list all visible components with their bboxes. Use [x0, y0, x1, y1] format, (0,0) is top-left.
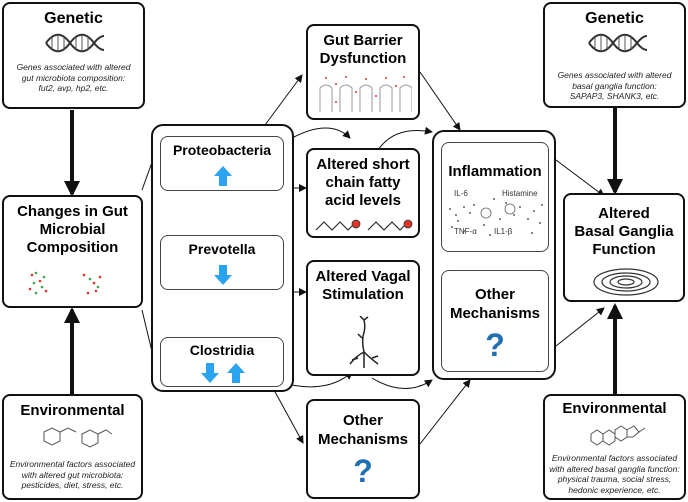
up-arrow-icon: [214, 166, 232, 186]
barrier-to-group-arrow: [419, 71, 461, 131]
other-to-group-arrow: [419, 379, 471, 445]
group-to-bg-top-arrow: [555, 159, 605, 197]
environmental-right-title: Environmental: [562, 400, 667, 417]
genetic-left-desc-line2: gut microbiota composition:: [21, 72, 126, 83]
gut-changes-title: Changes in Gut Microbial Composition: [4, 203, 141, 257]
genetic-right-desc-line2: basal ganglia function:: [572, 80, 657, 91]
gut-changes-line2: Microbial: [39, 221, 106, 238]
genetic-right-desc: Genes associated with altered basal gang…: [549, 70, 680, 102]
other-mechanisms-right-line1: Other: [474, 286, 515, 303]
inflammation-title: Inflammation: [448, 163, 542, 180]
right-mechanisms-panel: Inflammation IL-6 Histamine TNF-α IL1-β …: [432, 130, 556, 380]
dna-icon: [45, 33, 104, 53]
environmental-left-box: Environmental Environmental factors asso…: [2, 394, 143, 500]
neuron-icon: [349, 316, 379, 368]
inflammation-box: Inflammation IL-6 Histamine TNF-α IL1-β: [441, 142, 549, 252]
gut-barrier-title: Gut Barrier Dysfunction: [308, 32, 418, 68]
clostridia-box: Clostridia: [160, 337, 284, 387]
fatty-acid-icon: [315, 219, 413, 231]
genetic-left-desc-line3: fut2, avp, hp2, etc.: [38, 83, 109, 93]
dna-icon: [588, 33, 647, 53]
histamine-label: Histamine: [502, 189, 538, 198]
scfa-line3: acid levels: [325, 192, 401, 209]
vagal-box: Altered Vagal Stimulation: [306, 260, 420, 376]
curve-top-left-arrow: [291, 127, 351, 139]
gut-changes-line1: Changes in Gut: [17, 203, 128, 220]
basal-ganglia-title: Altered Basal Ganglia Function: [565, 205, 683, 259]
environmental-left-desc-line3: pesticides, diet, stress, etc.: [21, 480, 124, 490]
bacteria-dots-icon: [28, 271, 102, 295]
question-mark-icon: ?: [353, 453, 373, 489]
clostridia-label: Clostridia: [189, 342, 255, 358]
genetic-right-title: Genetic: [585, 10, 644, 27]
gut-villi-icon: [319, 76, 412, 112]
other-mechanisms-box: Other Mechanisms ?: [306, 399, 420, 499]
basal-ganglia-icon: [593, 268, 659, 296]
gut-barrier-line1: Gut Barrier: [323, 32, 403, 49]
tnf-label: TNF-α: [454, 227, 477, 236]
prevotella-label: Prevotella: [188, 241, 256, 257]
gut-changes-line3: Composition: [26, 239, 119, 256]
environmental-right-desc-line3: physical trauma, social stress,: [557, 474, 672, 484]
vagal-line1: Altered Vagal: [315, 268, 411, 285]
basal-ganglia-line3: Function: [592, 241, 656, 258]
proteobacteria-label: Proteobacteria: [172, 142, 272, 158]
scfa-line1: Altered short: [316, 156, 410, 173]
question-mark-icon: ?: [485, 327, 505, 363]
genetic-left-box: Genetic Genes associated with altered gu…: [2, 2, 145, 109]
environmental-left-title: Environmental: [20, 402, 125, 419]
environmental-right-box: Environmental Environmental factors asso…: [543, 394, 686, 500]
genetic-left-desc-line1: Genes associated with altered: [16, 62, 131, 72]
environmental-left-desc-line2: with altered gut microbiota:: [21, 469, 124, 480]
environmental-left-desc: Environmental factors associated with al…: [8, 459, 137, 491]
other-mechanisms-line1: Other: [342, 412, 383, 429]
other-mechanisms-right-box: Other Mechanisms ?: [441, 270, 549, 372]
proteobacteria-box: Proteobacteria: [160, 136, 284, 191]
bacteria-panel: Proteobacteria Prevotella Clostridia: [151, 124, 294, 392]
prevotella-box: Prevotella: [160, 235, 284, 290]
genetic-right-desc-line3: SAPAP3, SHANK3, etc.: [569, 91, 660, 101]
steroid-structure-icon: [590, 425, 646, 446]
other-mechanisms-line2: Mechanisms: [317, 431, 409, 448]
basal-ganglia-line1: Altered: [598, 205, 650, 222]
scfa-line2: chain fatty: [325, 174, 401, 191]
scfa-title: Altered short chain fatty acid levels: [308, 156, 418, 210]
gut-barrier-box: Gut Barrier Dysfunction: [306, 24, 420, 120]
cytokine-dots-icon: [449, 198, 543, 236]
other-mechanisms-right-title: Other Mechanisms: [442, 285, 548, 323]
genetic-right-box: Genetic Genes associated with altered ba…: [543, 2, 686, 108]
environmental-right-desc-line4: hedonic experience, etc.: [568, 484, 661, 495]
other-mechanisms-title: Other Mechanisms: [308, 411, 418, 449]
up-arrow-icon: [227, 363, 245, 383]
to-gut-barrier-arrow: [264, 74, 303, 126]
curve-top-right-arrow: [377, 126, 433, 151]
vagal-line2: Stimulation: [322, 286, 404, 303]
genetic-left-title: Genetic: [44, 10, 103, 27]
chemical-structure-icon: [43, 427, 113, 448]
genetic-left-desc: Genes associated with altered gut microb…: [8, 62, 139, 94]
down-arrow-icon: [214, 265, 232, 285]
vagal-title: Altered Vagal Stimulation: [308, 268, 418, 304]
environmental-left-desc-line1: Environmental factors associated: [9, 459, 136, 469]
other-mechanisms-right-line2: Mechanisms: [449, 305, 541, 322]
gut-changes-box: Changes in Gut Microbial Composition: [2, 195, 143, 308]
basal-ganglia-box: Altered Basal Ganglia Function: [563, 193, 685, 302]
il1b-label: IL1-β: [494, 227, 513, 236]
group-to-bg-bottom-arrow: [555, 307, 605, 347]
genetic-right-desc-line1: Genes associated with altered: [557, 70, 672, 80]
environmental-right-desc-line2: with altered basal ganglia function:: [549, 463, 680, 474]
curve-bottom-right-arrow: [371, 377, 433, 389]
scfa-box: Altered short chain fatty acid levels: [306, 148, 420, 238]
il6-label: IL-6: [454, 189, 468, 198]
gut-barrier-line2: Dysfunction: [319, 50, 407, 67]
down-arrow-icon: [201, 363, 219, 383]
environmental-right-desc: Environmental factors associated with al…: [549, 453, 680, 495]
environmental-right-desc-line1: Environmental factors associated: [551, 453, 678, 463]
basal-ganglia-line2: Basal Ganglia: [574, 223, 674, 240]
